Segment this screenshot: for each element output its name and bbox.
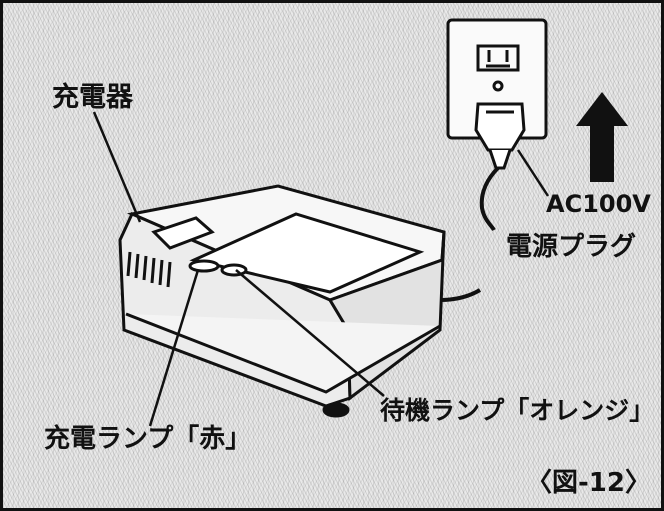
charge-lamp-label: 充電ランプ「赤」 (44, 424, 252, 454)
figure-number: 〈図-12〉 (526, 468, 651, 498)
voltage-label: AC100V (546, 190, 651, 218)
charger-label: 充電器 (52, 82, 133, 113)
vent-grille (126, 251, 172, 288)
power-plug (474, 102, 526, 170)
charger-body (118, 184, 446, 418)
power-plug-label: 電源プラグ (506, 232, 637, 262)
up-arrow-icon (576, 92, 628, 182)
leader-lines (92, 111, 550, 427)
power-cord-upper (479, 166, 500, 232)
indicator-lamps (188, 259, 248, 277)
standby-lamp-label: 待機ランプ「オレンジ」 (380, 396, 655, 425)
charger-cord (439, 288, 482, 302)
